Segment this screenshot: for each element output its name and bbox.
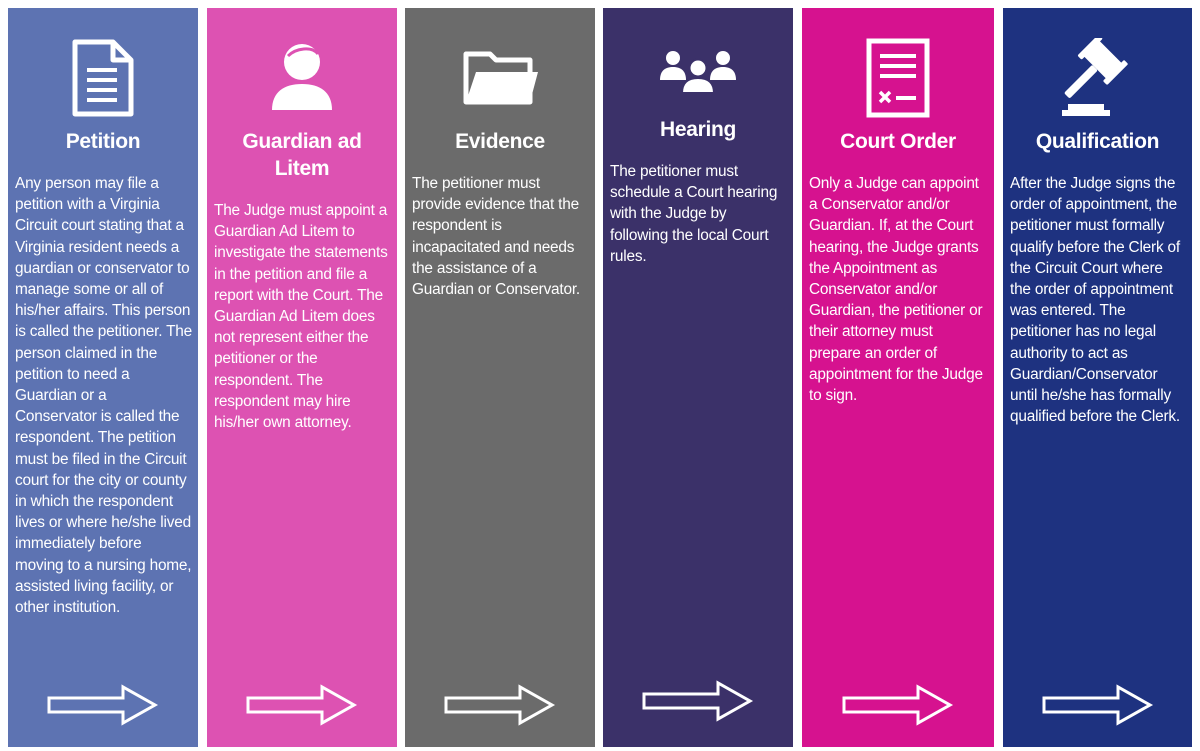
step-description: The Judge must appoint a Guardian Ad Lit… (214, 202, 388, 432)
right-arrow-icon (642, 680, 754, 722)
step-title: Petition (65, 130, 141, 153)
folder-icon (463, 51, 538, 105)
right-arrow-icon (444, 684, 556, 726)
step-court-order: Court Order Only a Judge can appoint a C… (802, 8, 994, 747)
step-description: Any person may file a petition with a Vi… (15, 175, 193, 617)
signed-order-icon (866, 38, 930, 118)
step-description: The petitioner must schedule a Court hea… (610, 163, 778, 265)
step-petition: Petition Any person may file a petition … (8, 8, 198, 747)
step-qualification: Qualification After the Judge signs the … (1003, 8, 1192, 747)
right-arrow-icon (842, 684, 954, 726)
right-arrow-icon (1042, 684, 1153, 726)
step-evidence: Evidence The petitioner must provide evi… (405, 8, 595, 747)
step-guardian-ad-litem: Guardian ad Litem The Judge must appoint… (207, 8, 397, 747)
right-arrow-icon (246, 684, 358, 726)
step-description: Only a Judge can appoint a Conservator a… (809, 175, 983, 405)
right-arrow-icon (47, 684, 159, 726)
step-title: Hearing (659, 118, 737, 141)
document-icon (72, 39, 134, 117)
step-hearing: Hearing The petitioner must schedule a C… (603, 8, 793, 747)
step-title: Guardian ad Litem (242, 130, 362, 180)
step-description: After the Judge signs the order of appoi… (1010, 175, 1180, 426)
group-icon (660, 51, 736, 94)
step-description: The petitioner must provide evidence tha… (412, 175, 581, 299)
step-title: Court Order (840, 130, 956, 153)
person-icon (272, 44, 332, 110)
gavel-icon (1061, 38, 1128, 116)
step-title: Qualification (1035, 130, 1160, 153)
step-title: Evidence (455, 130, 545, 153)
